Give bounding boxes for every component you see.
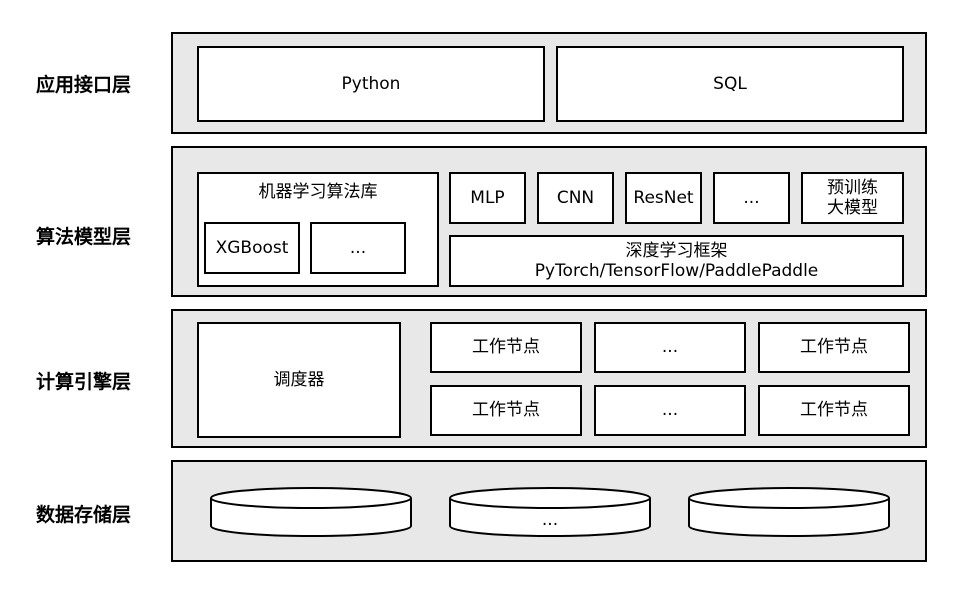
- layer-label-storage: 数据存储层: [36, 504, 132, 526]
- algorithm-layer-panel: 机器学习算法库 XGBoost ... MLP CNN ResNet ... 预…: [171, 146, 927, 297]
- dl-more-box: ...: [713, 172, 790, 224]
- worker-node-box: 工作节点: [430, 385, 582, 436]
- application-layer-panel: Python SQL: [171, 32, 927, 134]
- python-box: Python: [197, 46, 545, 122]
- compute-layer-panel: 调度器 工作节点 ... 工作节点 工作节点 ... 工作节点: [171, 309, 927, 448]
- dl-framework-box: 深度学习框架 PyTorch/TensorFlow/PaddlePaddle: [449, 235, 904, 287]
- resnet-box: ResNet: [625, 172, 702, 224]
- pretrained-model-box: 预训练 大模型: [801, 172, 904, 224]
- cnn-box: CNN: [537, 172, 614, 224]
- worker-node-box: 工作节点: [758, 322, 910, 373]
- layer-label-compute: 计算引擎层: [36, 371, 132, 393]
- database-cylinder-icon: [209, 486, 413, 538]
- scheduler-box: 调度器: [197, 322, 401, 438]
- layer-label-algorithm: 算法模型层: [36, 226, 132, 248]
- worker-node-box: 工作节点: [430, 322, 582, 373]
- storage-layer-panel: ...: [171, 460, 927, 562]
- sql-box: SQL: [556, 46, 904, 122]
- worker-node-box: 工作节点: [758, 385, 910, 436]
- xgboost-box: XGBoost: [204, 222, 300, 274]
- layer-label-application: 应用接口层: [36, 74, 132, 96]
- database-cylinder-icon: [687, 486, 891, 538]
- worker-node-more-box: ...: [594, 385, 746, 436]
- database-cylinder-icon: ...: [448, 486, 652, 538]
- database-label: ...: [541, 510, 559, 530]
- dl-framework-title: 深度学习框架: [625, 240, 728, 261]
- ml-more-box: ...: [310, 222, 406, 274]
- ml-library-title: 机器学习算法库: [258, 182, 378, 202]
- dl-framework-list: PyTorch/TensorFlow/PaddlePaddle: [534, 261, 819, 281]
- worker-node-more-box: ...: [594, 322, 746, 373]
- mlp-box: MLP: [449, 172, 526, 224]
